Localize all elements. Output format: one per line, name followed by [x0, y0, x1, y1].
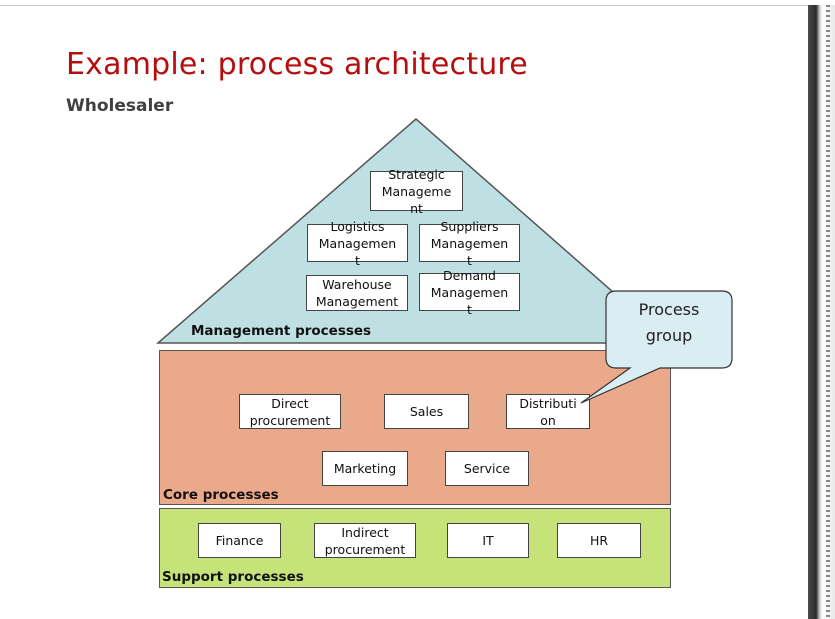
slide-title: Example: process architecture	[66, 47, 528, 82]
process-finance: Finance	[198, 523, 281, 558]
process-service: Service	[445, 451, 529, 486]
process-suppliers-management: Suppliers Managemen t	[419, 219, 520, 268]
process-distribution: Distributi on	[506, 394, 590, 429]
core-layer-label: Core processes	[163, 487, 279, 503]
process-hr: HR	[557, 523, 641, 558]
process-direct-procurement: Direct procurement	[239, 394, 341, 429]
window-edge-strip	[808, 5, 835, 619]
support-layer-label: Support processes	[162, 569, 304, 585]
process-marketing: Marketing	[322, 451, 408, 486]
top-rule	[0, 5, 808, 6]
management-roof	[155, 118, 673, 344]
process-sales: Sales	[384, 394, 469, 429]
process-warehouse-management: Warehouse Management	[306, 275, 408, 311]
management-layer-label: Management processes	[191, 323, 372, 339]
callout-text: Process group	[638, 300, 700, 345]
process-it: IT	[447, 523, 529, 558]
slide-subtitle: Wholesaler	[66, 96, 174, 116]
callout-bubble	[580, 290, 733, 404]
process-indirect-procurement: Indirect procurement	[314, 523, 416, 558]
